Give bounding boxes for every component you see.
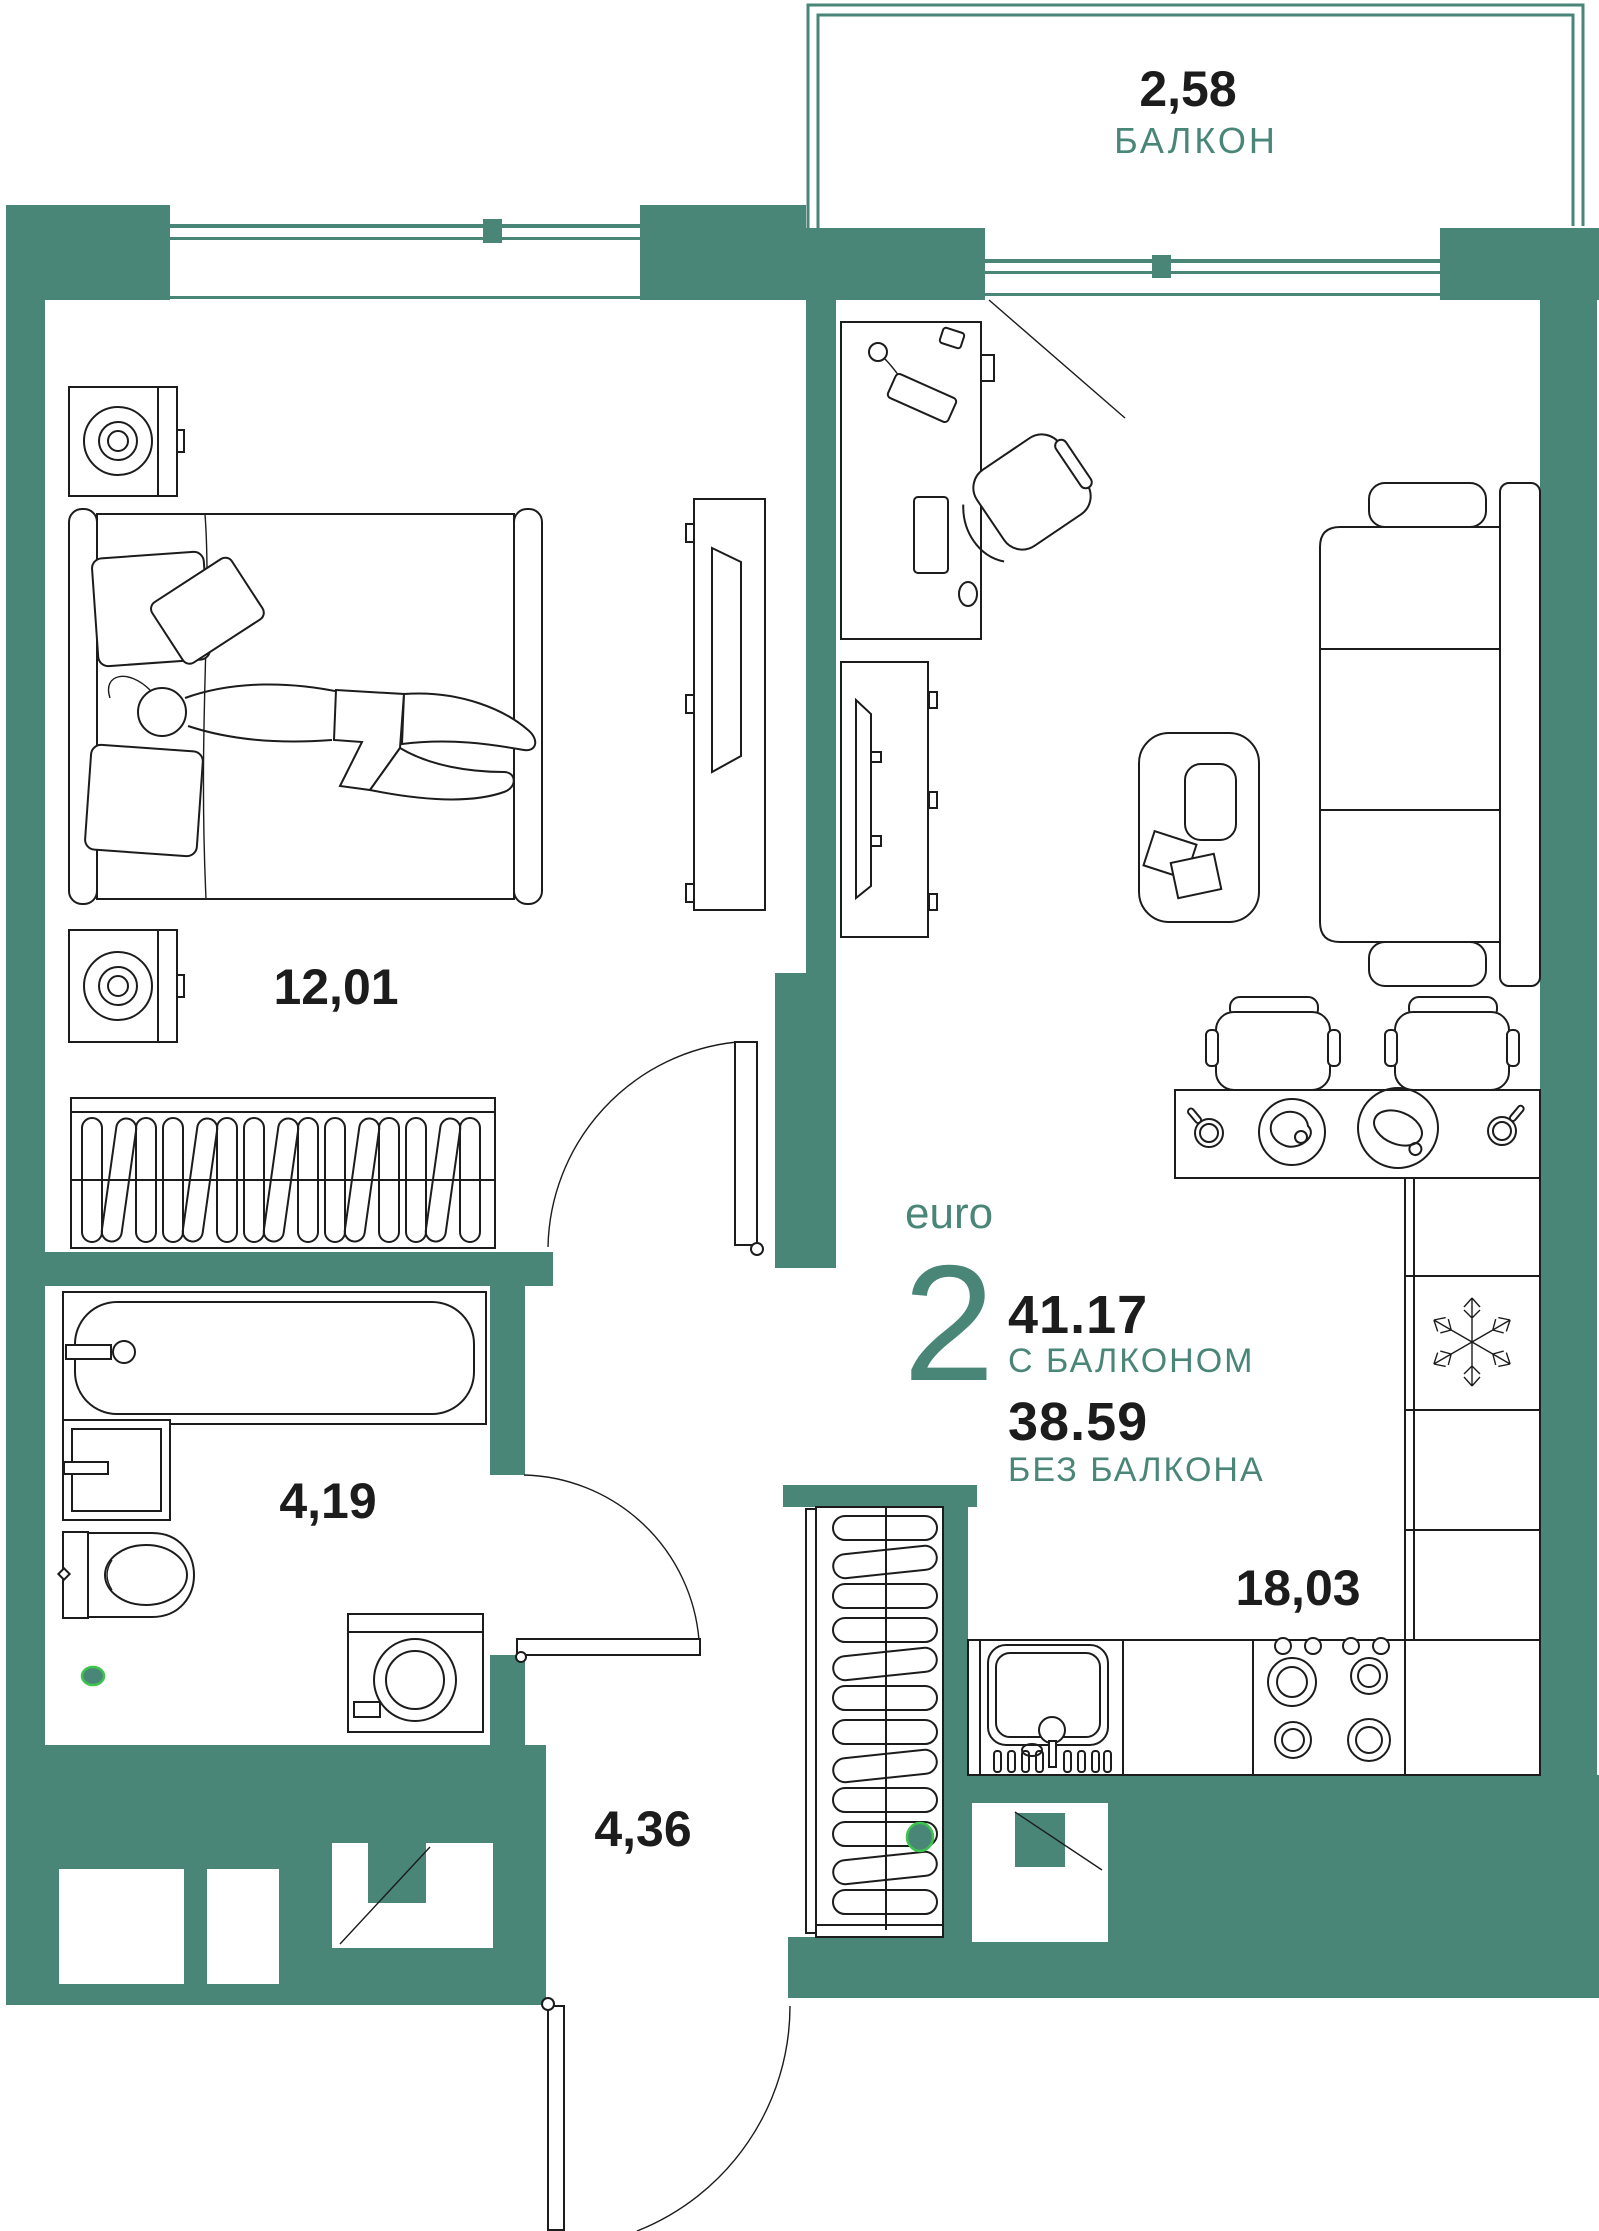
- coffee-table: [1138, 732, 1260, 923]
- plate-food: [1258, 1098, 1326, 1166]
- pan-small-right: [1487, 1104, 1525, 1146]
- bedroom-area-label: 12,01: [273, 959, 398, 1015]
- entrance-door-arc: [636, 2005, 791, 2231]
- desk: [840, 321, 995, 640]
- kitchen-sink: [987, 1644, 1112, 1773]
- bathroom-marker-dot: [80, 1665, 106, 1687]
- entrance-door-hinge: [541, 1997, 555, 2011]
- bathroom-door-hinge: [515, 1651, 527, 1663]
- kitchen-area-label: 18,03: [1235, 1560, 1360, 1616]
- walls: [6, 205, 1599, 2005]
- legend-area-without-balcony: 38.59: [1008, 1392, 1148, 1452]
- balcony-outline: [806, 3, 1585, 228]
- entrance-door-leaf: [547, 2005, 565, 2231]
- office-chair: [962, 433, 1093, 563]
- sofa: [1319, 482, 1541, 987]
- bedroom-door-arc: [547, 1041, 738, 1248]
- bed: [68, 508, 543, 905]
- bedroom-door-hinge: [750, 1242, 764, 1256]
- washbasin: [62, 1419, 171, 1521]
- bar-stool-left: [1205, 996, 1341, 1091]
- hallway-marker-dot: [905, 1821, 935, 1853]
- stove: [1267, 1637, 1391, 1762]
- bathroom-door-leaf: [516, 1638, 701, 1656]
- kitchen-counter-row: [967, 1637, 1541, 1776]
- legend-with-balcony-label: С БАЛКОНОМ: [1008, 1342, 1255, 1380]
- labels: 2,58 БАЛКОН 12,01 4,19 4,36 18,03 euro 2…: [273, 61, 1360, 1857]
- legend: euro 2 41.17 С БАЛКОНОМ 38.59 БЕЗ БАЛКОН…: [903, 1189, 1265, 1489]
- legend-type-label: euro: [905, 1189, 993, 1238]
- hallway-wardrobe: [805, 1506, 944, 1938]
- plate-chicken: [1357, 1087, 1439, 1169]
- pan-small-left: [1187, 1107, 1224, 1148]
- legend-area-with-balcony: 41.17: [1008, 1285, 1148, 1345]
- hallway-area-label: 4,36: [594, 1801, 691, 1857]
- snowflake-icon: [1433, 1297, 1511, 1387]
- bathroom-door-arc: [523, 1474, 700, 1641]
- balcony-door-leaf: [988, 299, 1126, 419]
- balcony-area-label: 2,58: [1139, 61, 1236, 117]
- entrance-door: [541, 1997, 791, 2231]
- bedroom-tv-dresser: [685, 498, 766, 911]
- bathroom-area-label: 4,19: [279, 1473, 376, 1529]
- bathtub: [62, 1291, 487, 1425]
- nightstand-top: [68, 386, 185, 497]
- balcony-name-label: БАЛКОН: [1114, 120, 1278, 161]
- person-sleeping: [107, 675, 537, 801]
- legend-without-balcony-label: БЕЗ БАЛКОНА: [1008, 1451, 1265, 1489]
- bar-counter: [1174, 1087, 1541, 1179]
- living-window-balcony-door: [985, 228, 1440, 419]
- bedroom-door-leaf: [734, 1041, 758, 1246]
- tv-stand: [840, 661, 938, 938]
- bedroom-door: [547, 1041, 764, 1256]
- nightstand-bottom: [68, 929, 185, 1043]
- bedroom-wardrobe: [70, 1097, 496, 1249]
- bedroom-window: [170, 205, 640, 300]
- legend-rooms-count: 2: [903, 1231, 995, 1415]
- washing-machine: [347, 1613, 484, 1733]
- bathroom-door: [515, 1474, 701, 1663]
- toilet: [56, 1531, 195, 1619]
- bar-stool-right: [1384, 996, 1520, 1091]
- kitchen-column: [1404, 1177, 1541, 1646]
